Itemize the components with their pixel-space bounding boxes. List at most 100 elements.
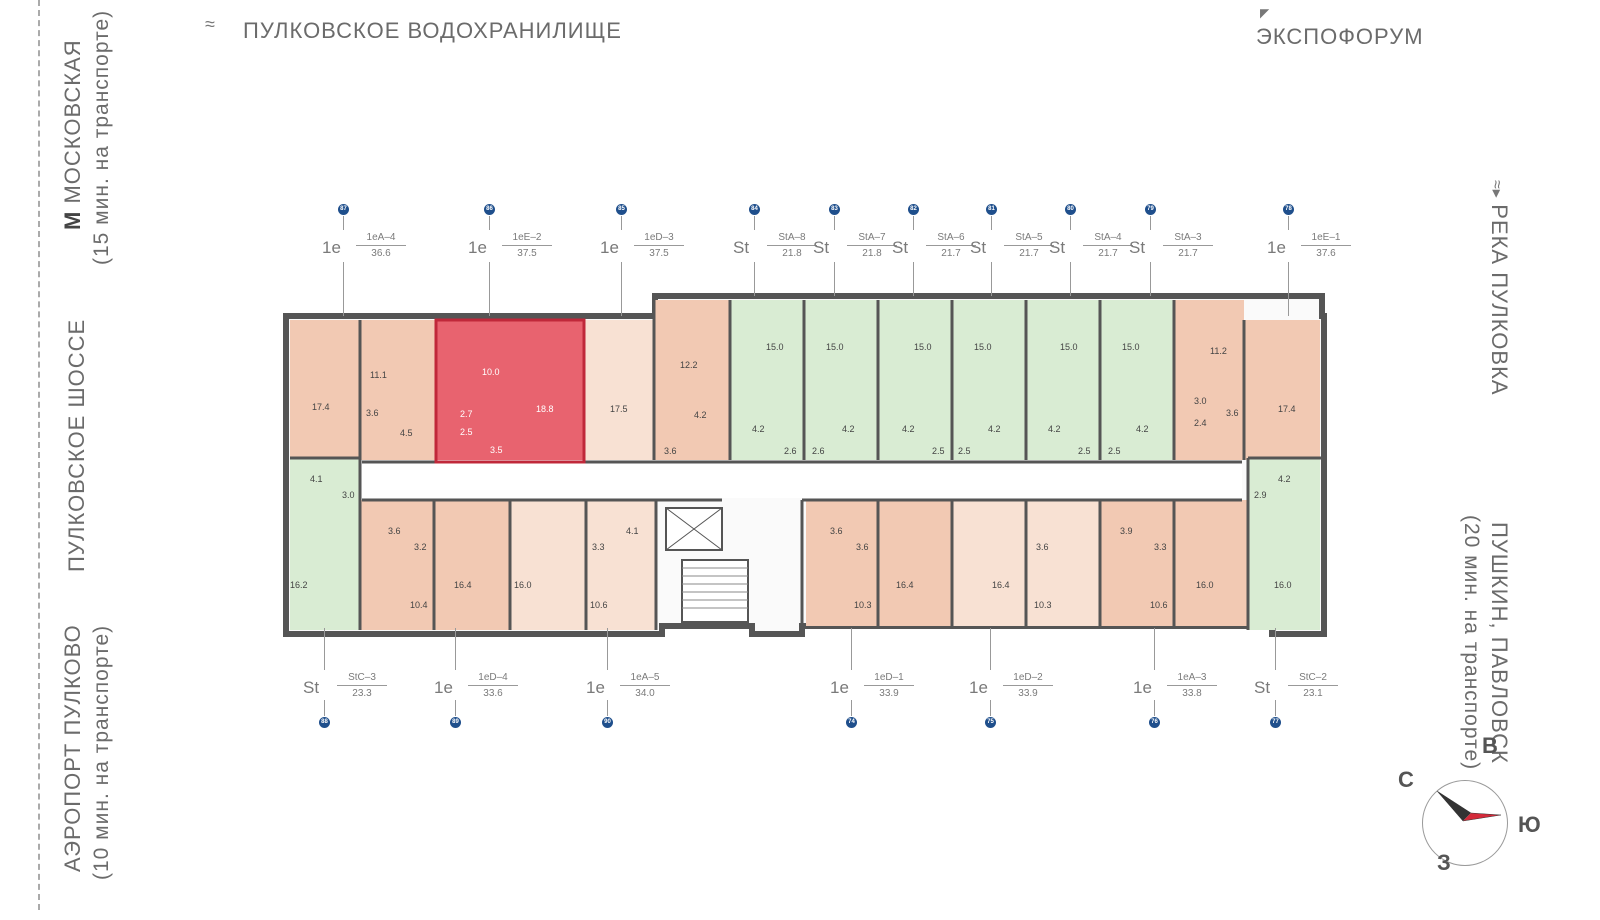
apartment-code: 1еА–3 bbox=[1167, 672, 1217, 686]
room-area: 4.2 bbox=[988, 424, 1001, 434]
room-area: 2.5 bbox=[1078, 446, 1091, 456]
apartment-leader-line bbox=[754, 262, 755, 296]
apartment-leader-line bbox=[455, 628, 456, 670]
apartment-leader-line bbox=[913, 262, 914, 296]
apartment-code: StA–8 bbox=[767, 232, 817, 246]
apartment-code: StA–6 bbox=[926, 232, 976, 246]
apartment-area: 36.6 bbox=[371, 248, 391, 259]
room-area: 17.4 bbox=[1278, 404, 1296, 414]
apartment-area: 33.6 bbox=[483, 688, 503, 699]
apartment-area: 33.9 bbox=[1018, 688, 1038, 699]
east-bottom-sublabel: (20 мин. на транспорте) bbox=[1460, 515, 1483, 771]
metro-icon: М bbox=[60, 210, 85, 230]
west-bottom-label: АЭРОПОРТ ПУЛКОВО bbox=[60, 624, 85, 872]
room-area: 2.5 bbox=[460, 427, 473, 437]
room-area: 4.2 bbox=[1278, 474, 1291, 484]
apartment-number-marker[interactable]: 78 bbox=[1283, 204, 1294, 215]
room-area: 4.2 bbox=[694, 410, 707, 420]
apartment-area: 21.8 bbox=[782, 248, 802, 259]
room-area: 2.5 bbox=[932, 446, 945, 456]
room-area: 2.4 bbox=[1194, 418, 1207, 428]
apartment-area: 21.7 bbox=[1178, 248, 1198, 259]
apartment-type: 1е bbox=[1133, 678, 1152, 697]
apartment-code: StC–2 bbox=[1288, 672, 1338, 686]
apartment-number-marker[interactable]: 82 bbox=[908, 204, 919, 215]
west-top-sublabel: (15 мин. на транспорте) bbox=[90, 9, 113, 265]
apartment-code: 1еD–4 bbox=[468, 672, 518, 686]
room-area: 4.2 bbox=[902, 424, 915, 434]
apartment-info: 1е 1еА–3 33.8 bbox=[1133, 672, 1223, 708]
apartment-type: 1е bbox=[600, 238, 619, 257]
apartment-number-marker[interactable]: 87 bbox=[338, 204, 349, 215]
apartment-number-marker[interactable]: 85 bbox=[616, 204, 627, 215]
room-area: 12.2 bbox=[680, 360, 698, 370]
apartment-number-marker[interactable]: 77 bbox=[1270, 717, 1281, 728]
apartment-leader-line bbox=[489, 262, 490, 316]
room-area: 16.4 bbox=[992, 580, 1010, 590]
apartment-number-marker[interactable]: 89 bbox=[450, 717, 461, 728]
apartment-leader-line bbox=[834, 262, 835, 296]
compass-east-label: В bbox=[1482, 733, 1498, 758]
room-area: 17.5 bbox=[610, 404, 628, 414]
room-area: 2.7 bbox=[460, 409, 473, 419]
apartment-number-marker[interactable]: 86 bbox=[484, 204, 495, 215]
apartment-area: 23.3 bbox=[352, 688, 372, 699]
apartment-type: 1е bbox=[322, 238, 341, 257]
apartment-number-marker[interactable]: 84 bbox=[749, 204, 760, 215]
room-area: 18.8 bbox=[536, 404, 554, 414]
apartment-type: 1е bbox=[1267, 238, 1286, 257]
apartment-type: St bbox=[813, 238, 830, 257]
room-area: 3.6 bbox=[366, 408, 379, 418]
apartment-number-marker[interactable]: 75 bbox=[985, 717, 996, 728]
room-area: 2.9 bbox=[1254, 490, 1267, 500]
apartment-code: StA–4 bbox=[1083, 232, 1133, 246]
apartment-number-marker[interactable]: 90 bbox=[602, 717, 613, 728]
apartment-type: 1е bbox=[468, 238, 487, 257]
apartment-number-marker[interactable]: 81 bbox=[986, 204, 997, 215]
apartment-leader-line bbox=[1070, 216, 1071, 230]
apartment-number-marker[interactable]: 74 bbox=[846, 717, 857, 728]
apartment-number-marker[interactable]: 83 bbox=[829, 204, 840, 215]
compass-west-label: З bbox=[1437, 850, 1451, 875]
apartment-leader-line bbox=[343, 262, 344, 316]
apartment-leader-line bbox=[343, 216, 344, 230]
room-area: 11.1 bbox=[370, 370, 387, 380]
apartment-leader-line bbox=[489, 216, 490, 230]
apartment-type: St bbox=[303, 678, 320, 697]
apartment-type: St bbox=[1049, 238, 1066, 257]
room-area: 4.2 bbox=[1136, 424, 1149, 434]
room-area: 16.2 bbox=[290, 580, 308, 590]
apartment-leader-line bbox=[851, 628, 852, 670]
apartment-number-marker[interactable]: 76 bbox=[1149, 717, 1160, 728]
room-area: 3.6 bbox=[856, 542, 869, 552]
apartment-code: StC–3 bbox=[337, 672, 387, 686]
apartment-area: 33.9 bbox=[879, 688, 899, 699]
room-area: 10.3 bbox=[1034, 600, 1052, 610]
room-area: 15.0 bbox=[826, 342, 844, 352]
apartment-leader-line bbox=[991, 216, 992, 230]
apartment-number-marker[interactable]: 88 bbox=[319, 717, 330, 728]
room-area: 10.6 bbox=[1150, 600, 1168, 610]
apartment-number-marker[interactable]: 79 bbox=[1145, 204, 1156, 215]
room-area: 15.0 bbox=[766, 342, 784, 352]
room-area: 2.5 bbox=[958, 446, 971, 456]
apartment-leader-line bbox=[1150, 216, 1151, 230]
apartment-code: 1еЕ–2 bbox=[502, 232, 552, 246]
apartment-type: St bbox=[892, 238, 909, 257]
apartment-leader-line bbox=[851, 700, 852, 716]
apartment-area: 37.6 bbox=[1316, 248, 1336, 259]
west-bottom-sublabel: (10 мин. на транспорте) bbox=[90, 624, 113, 880]
apartment-type: St bbox=[1129, 238, 1146, 257]
room-area: 3.6 bbox=[830, 526, 843, 536]
apartment-number-marker[interactable]: 80 bbox=[1065, 204, 1076, 215]
east-top-label: ≈▸ РЕКА ПУЛКОВКА bbox=[1487, 180, 1512, 396]
apartment-leader-line bbox=[1150, 262, 1151, 296]
apartment-leader-line bbox=[834, 216, 835, 230]
apartment-area: 33.8 bbox=[1182, 688, 1202, 699]
